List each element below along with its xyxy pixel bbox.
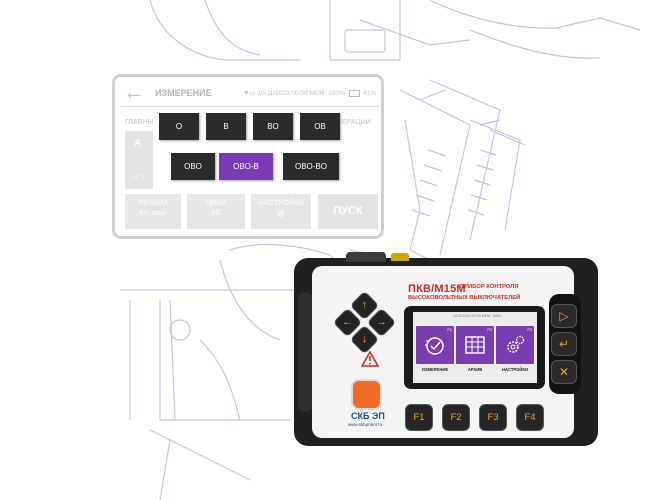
cancel-button[interactable]: ✕: [551, 360, 577, 384]
panel-header: ← ИЗМЕРЕНИЕ ▼▭ 10/11/2023 00:00 MEM: 100…: [115, 77, 381, 107]
lcd-screen: 10/11/2023 00:00 MEM: 100% F1 ИЗМЕРЕНИЕ …: [413, 312, 537, 383]
brand-logo: СКБ ЭП: [351, 411, 385, 421]
battery-icon: [348, 89, 360, 97]
battery-percent: 41%: [363, 90, 377, 97]
mode-button-ob[interactable]: OB: [300, 113, 340, 140]
mode-setting-title: РЕЖИМ: [138, 198, 168, 207]
cycle-setting-title: ЦИКЛ: [205, 198, 227, 207]
header-divider: [121, 106, 379, 107]
tile-key-f1: F1: [447, 327, 452, 332]
tile-settings-label: НАСТРОЙКИ: [502, 367, 528, 372]
gears-icon: [507, 335, 525, 353]
tile-measurement-label: ИЗМЕРЕНИЕ: [421, 367, 449, 372]
device-subtitle-2: ВЫСОКОВОЛЬТНЫХ ВЫКЛЮЧАТЕЛЕЙ: [408, 295, 521, 301]
switch-symbol-icon: ⊣⊤: [131, 173, 147, 182]
cycle-setting-cell[interactable]: ЦИКЛ BO: [187, 194, 245, 229]
left-section-label: ГЛАВНЫ: [125, 119, 154, 126]
tile-key-f2: F2: [487, 327, 492, 332]
device-model: ПКВ/М15М: [408, 283, 466, 295]
orange-power-button[interactable]: [353, 381, 380, 408]
lcd-status-text: 10/11/2023 00:00 MEM: 100%: [453, 314, 502, 318]
settings-cell[interactable]: НАСТРОЙКИ ⚙: [251, 194, 311, 229]
mode-setting-cell[interactable]: РЕЖИМ Бл. прыг: [125, 194, 181, 229]
measurement-icon: [425, 337, 444, 355]
device-subtitle-1: ПРИБОР КОНТРОЛЯ: [460, 284, 519, 290]
cycle-setting-value: BO: [210, 210, 222, 217]
mode-button-bo[interactable]: BO: [253, 113, 293, 140]
f2-button[interactable]: F2: [442, 404, 470, 431]
back-arrow-icon[interactable]: ←: [123, 79, 145, 104]
signal-icon: ▼▭: [243, 90, 256, 97]
f1-button[interactable]: F1: [405, 404, 433, 431]
mode-setting-value: Бл. прыг: [139, 210, 167, 217]
enter-button[interactable]: ↵: [551, 332, 577, 356]
status-bar: ▼▭ 10/11/2023 00:00 MEM: 100% 41%: [243, 89, 376, 97]
start-button[interactable]: ПУСК: [318, 194, 378, 229]
warning-icon: [361, 351, 379, 367]
f4-button[interactable]: F4: [516, 404, 544, 431]
measurement-screen-panel: ← ИЗМЕРЕНИЕ ▼▭ 10/11/2023 00:00 MEM: 100…: [112, 74, 384, 239]
archive-grid-icon: [465, 336, 485, 354]
status-text: 10/11/2023 00:00 MEM: 100%: [257, 90, 345, 97]
mode-button-b[interactable]: B: [206, 113, 246, 140]
arrow-down-icon: ↓: [361, 333, 368, 345]
directional-pad: ↑ ← → ↓: [332, 290, 397, 355]
mode-button-o[interactable]: O: [159, 113, 199, 140]
right-section-label: ЕРАЦИИ: [342, 119, 371, 126]
tile-settings[interactable]: F3: [496, 326, 534, 364]
tile-measurement[interactable]: F1: [416, 326, 454, 364]
tile-archive[interactable]: F2: [456, 326, 494, 364]
mode-button-obo[interactable]: OBO: [171, 153, 215, 180]
channel-a-block: A ⊣⊤: [125, 131, 153, 189]
settings-title: НАСТРОЙКИ: [258, 198, 304, 207]
mode-button-obo-bo[interactable]: OBO-BO: [283, 153, 339, 180]
mode-button-obo-b[interactable]: OBO-B: [219, 153, 273, 180]
gear-icon: ⚙: [276, 209, 286, 219]
brand-url: www.skbpribor.ru: [348, 422, 383, 427]
panel-title: ИЗМЕРЕНИЕ: [155, 88, 212, 98]
channel-a-label: A: [134, 137, 142, 149]
arrow-right-icon: →: [376, 316, 387, 328]
top-connector: [346, 252, 386, 262]
f3-button[interactable]: F3: [479, 404, 507, 431]
tile-key-f3: F3: [527, 327, 532, 332]
top-connector-yellow: [391, 253, 409, 261]
tile-archive-label: АРХИВ: [467, 367, 483, 372]
play-button[interactable]: ▷: [551, 304, 577, 328]
left-grip: [298, 292, 312, 412]
